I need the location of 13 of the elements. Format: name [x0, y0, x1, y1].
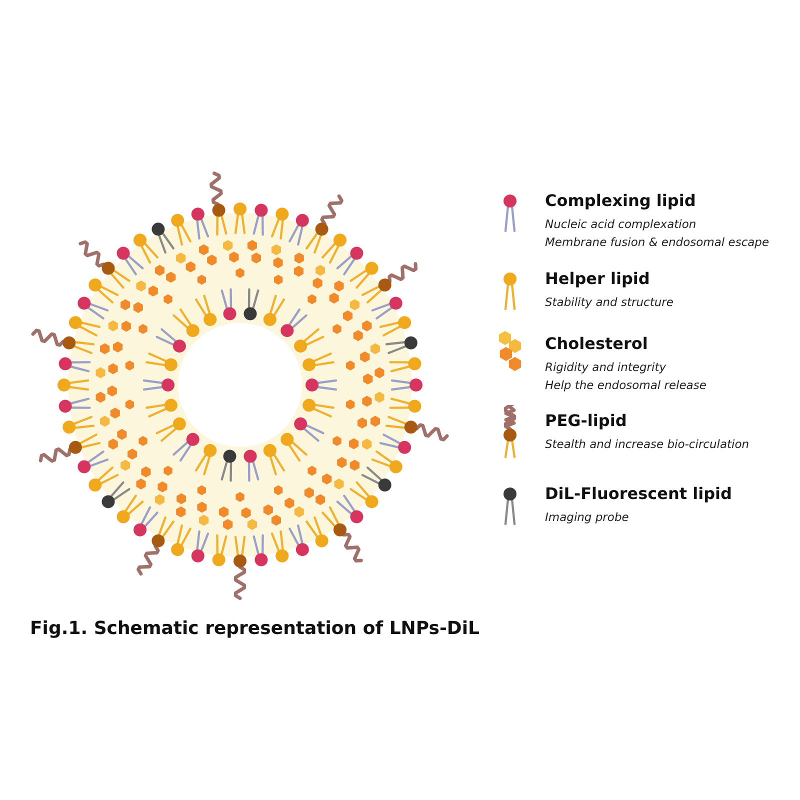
figure-caption: Fig.1. Schematic representation of LNPs-DiL: [30, 618, 480, 639]
legend-title: Cholesterol: [545, 334, 648, 353]
legend-description: Stability and structure: [545, 295, 674, 309]
legend-title: Complexing lipid: [545, 191, 696, 210]
legend-description: Nucleic acid complexation: [545, 217, 696, 231]
legend-description: Rigidity and integrity: [545, 360, 666, 374]
legend-description: Stealth and increase bio-circulation: [545, 437, 750, 451]
legend-description: Help the endosomal release: [545, 378, 706, 392]
legend-title: PEG-lipid: [545, 411, 627, 430]
legend-title: DiL-Fluorescent lipid: [545, 484, 732, 503]
legend-description: Membrane fusion & endosomal escape: [545, 235, 770, 249]
legend-title: Helper lipid: [545, 269, 650, 288]
legend-description: Imaging probe: [545, 510, 629, 524]
